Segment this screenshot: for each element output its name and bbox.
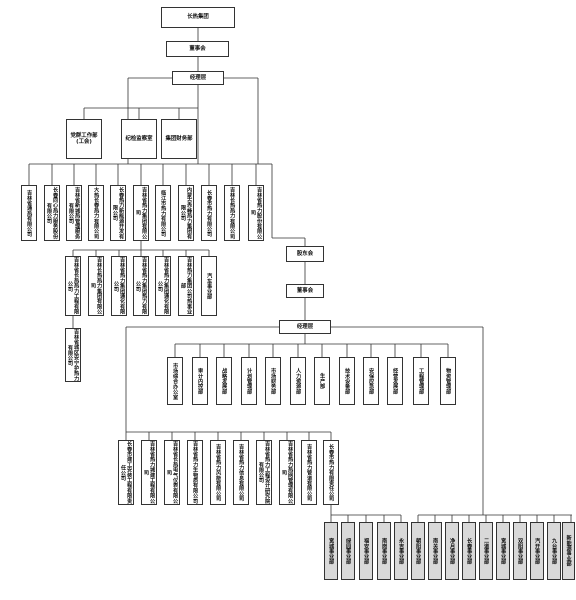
node-ltd-board: 董事会 (286, 284, 324, 298)
branch-left: 永吉事业部 (394, 522, 408, 580)
node-board: 董事会 (166, 41, 229, 57)
sub-company: 吉林省长热热力工程有限公司 (65, 256, 81, 316)
department: 市场综合办公室 (167, 357, 183, 405)
branch-left: 绿园事业部 (341, 522, 355, 580)
branch-left: 福安事业部 (359, 522, 373, 580)
node-shareholders: 股东会 (286, 246, 324, 262)
group-company: 吉林省通热有限公司 (21, 185, 37, 241)
group-company: 吉林省热力股份有限公司 (248, 185, 264, 241)
branch-right: 南关事业部 (428, 522, 442, 580)
department: 物资管理部 (440, 357, 456, 405)
ltd-company: 吉林省热力信息有限公司 (233, 440, 249, 505)
branch-left: 南岗事业部 (377, 522, 391, 580)
node-finance-office: 集团财务部 (161, 119, 197, 159)
branch-right: 双阳事业部 (513, 522, 527, 580)
node-party-office: 党群工作部(工会) (66, 119, 102, 159)
branch-right: 朝阳事业部 (411, 522, 425, 580)
department: 技术设备部 (339, 357, 355, 405)
sub-company: 吉林省热力集团热力有限公司 (133, 256, 149, 316)
department: 生产部 (314, 357, 330, 405)
sub-sub-company: 吉林省城区安宁护热力有限公司 (65, 328, 81, 382)
ltd-company: 长春市热力有限责任公司 (323, 440, 339, 505)
sub-company: 吉林热力集团公司热事业部 (178, 256, 194, 316)
department: 安保应急部 (363, 357, 379, 405)
ltd-company: 吉林省热力城建工程有限公司 (141, 440, 157, 505)
branch-right: 宽城事业部 (496, 522, 510, 580)
group-company: 吉林长热热力有限公司 (224, 185, 240, 241)
department: 战略发展部 (216, 357, 232, 405)
sub-company: 吉林长热热力集团有限公司 (88, 256, 104, 316)
branch-right: 九台事业部 (547, 522, 561, 580)
group-company: 吉林省热力集团有限公司 (133, 185, 149, 241)
department: 人力资源部 (290, 357, 306, 405)
ltd-company: 吉林省热力管道有限公司 (301, 440, 317, 505)
ltd-company: 长春市建工安装工程有限责任公司 (118, 440, 134, 505)
node-ltd-management: 经理层 (279, 320, 331, 334)
sub-company: 吉林省热力集团通化有限公司 (155, 256, 171, 316)
node-discipline-office: 纪检监察室 (121, 119, 157, 159)
sub-company: 汽车事业部 (201, 256, 217, 316)
node-management: 经理层 (172, 71, 224, 85)
group-company: 长春市热力有限公司 (201, 185, 217, 241)
group-company: 大热长春热力有限公司 (88, 185, 104, 241)
ltd-company: 吉林省热力风能有限公司 (210, 440, 226, 505)
department: 工程管理部 (413, 357, 429, 405)
branch-right: 二道事业部 (479, 522, 493, 580)
sub-company: 吉林省热力集团通化有限公司 (111, 256, 127, 316)
ltd-company: 吉林省热力工程设计研究院有限公司 (256, 440, 272, 505)
department: 市场财务部 (265, 357, 281, 405)
group-company: 长春热力新能源开发有限公司 (110, 185, 126, 241)
branch-right: 长春事业部 (462, 522, 476, 580)
group-company: 内蒙古赤峰热力集团有限公司 (178, 185, 194, 241)
ltd-company: 吉林省热力热网管理有限公司 (279, 440, 295, 505)
department: 经营发展部 (387, 357, 403, 405)
ltd-company: 吉林省长热电气仪表有限公司 (164, 440, 180, 505)
department: 审计内控部 (192, 357, 208, 405)
branch-right: 净月事业部 (445, 522, 459, 580)
group-company: 临江市热力有限公司 (155, 185, 171, 241)
group-company: 长春同心热力服务股份有限公司 (44, 185, 60, 241)
department: 计划管理部 (241, 357, 257, 405)
branch-right: 汽开事业部 (530, 522, 544, 580)
node-group: 长热集团 (161, 7, 235, 28)
branch-left: 宽城事业部 (324, 522, 338, 580)
branch-right: 新能源事业部 (562, 522, 575, 580)
group-company: 吉林省新城热管理服务有限公司 (66, 185, 82, 241)
ltd-company: 吉林省热力生物质有限公司 (187, 440, 203, 505)
